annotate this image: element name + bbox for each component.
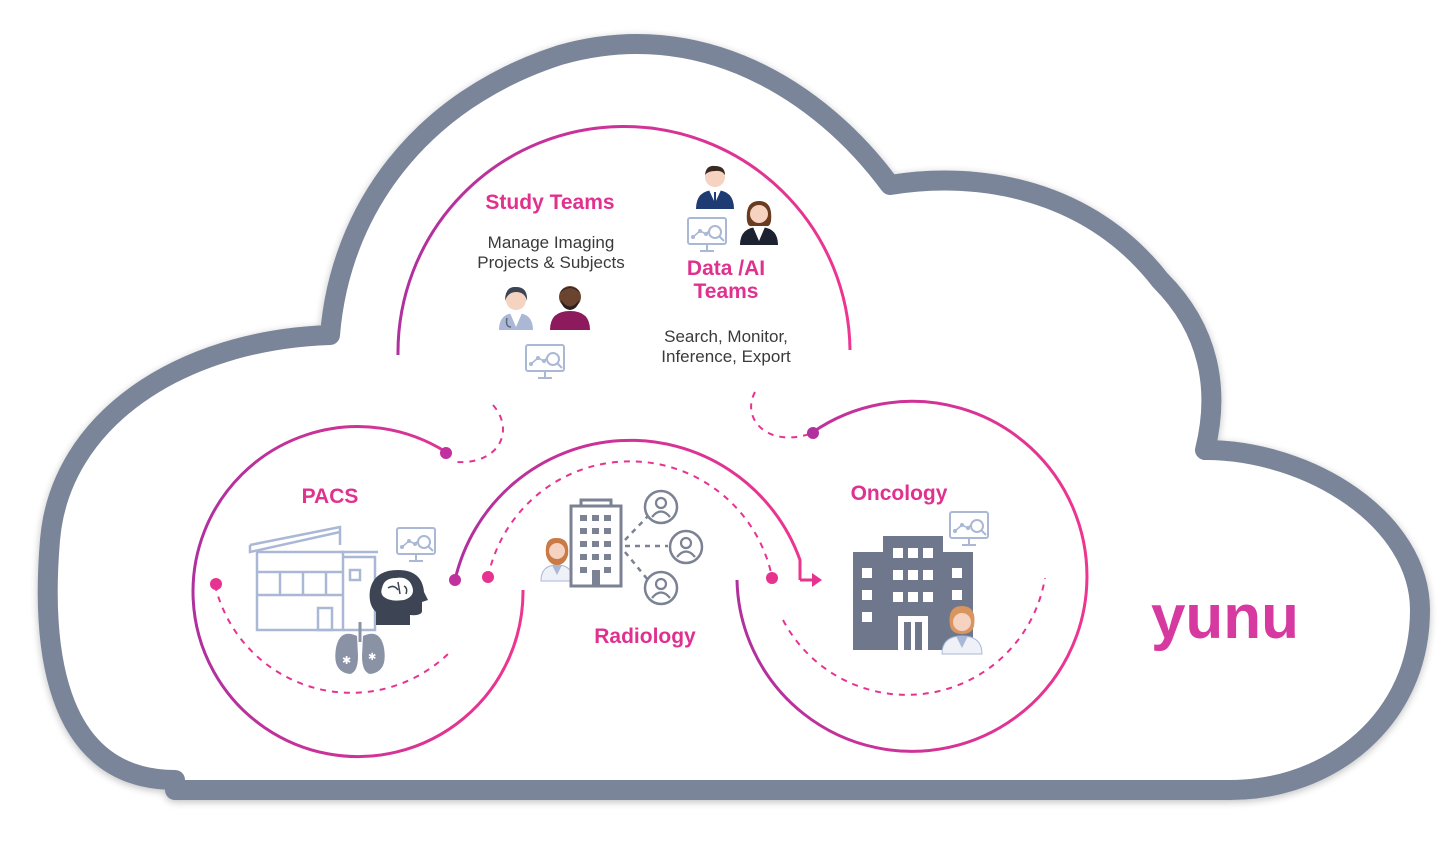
pacs-arc-outer [191, 425, 525, 759]
top-arc [396, 125, 852, 356]
oncology-title: Oncology [851, 482, 948, 505]
radiology-node-inner-right [766, 572, 778, 584]
data-ai-desc-1: Search, Monitor, [664, 327, 788, 346]
man-icon [550, 286, 590, 330]
svg-text:✱: ✱ [342, 654, 351, 667]
radiology-arc-dashed [487, 460, 773, 578]
radiology-title: Radiology [594, 625, 696, 648]
arrow-head-icon [812, 573, 822, 587]
female-doctor-icon [499, 286, 533, 330]
oncology-node-top [807, 427, 819, 439]
connector-right-dashed [750, 391, 816, 439]
user-circle-icon [643, 570, 679, 606]
brand-logo: yunu [1151, 583, 1299, 652]
doctor-icon [540, 537, 574, 582]
data-ai-desc-2: Inference, Export [661, 347, 791, 366]
hospital-building-icon [853, 536, 973, 650]
pacs-node-left [210, 578, 222, 590]
pacs-arc-inner [214, 584, 453, 694]
svg-text:✱: ✱ [368, 652, 376, 663]
building-outline-icon [248, 525, 378, 632]
pacs-node-top [440, 447, 452, 459]
radiology-node-left [449, 574, 461, 586]
user-circle-icon [643, 489, 679, 525]
study-teams-title: Study Teams [485, 191, 614, 214]
businessman-icon [696, 165, 734, 209]
lungs-icon: ✱ ✱ [335, 622, 385, 674]
oncology-arc-dashed [782, 577, 1046, 696]
businesswoman-icon [740, 201, 778, 245]
study-teams-desc-1: Manage Imaging [488, 233, 615, 252]
radiology-node-inner-left [482, 571, 494, 583]
connection-lines [624, 515, 668, 581]
user-circle-icon [668, 529, 704, 565]
doctor-icon [941, 606, 983, 655]
radiology-arc-outer [453, 438, 802, 581]
data-ai-title-2: Teams [694, 280, 759, 303]
study-teams-desc-2: Projects & Subjects [477, 253, 624, 272]
oncology-arc-outer [735, 399, 1089, 753]
pacs-title: PACS [302, 485, 359, 508]
brain-head-icon [369, 570, 428, 625]
data-ai-title-1: Data /AI [687, 257, 765, 280]
office-building-icon [569, 498, 623, 588]
